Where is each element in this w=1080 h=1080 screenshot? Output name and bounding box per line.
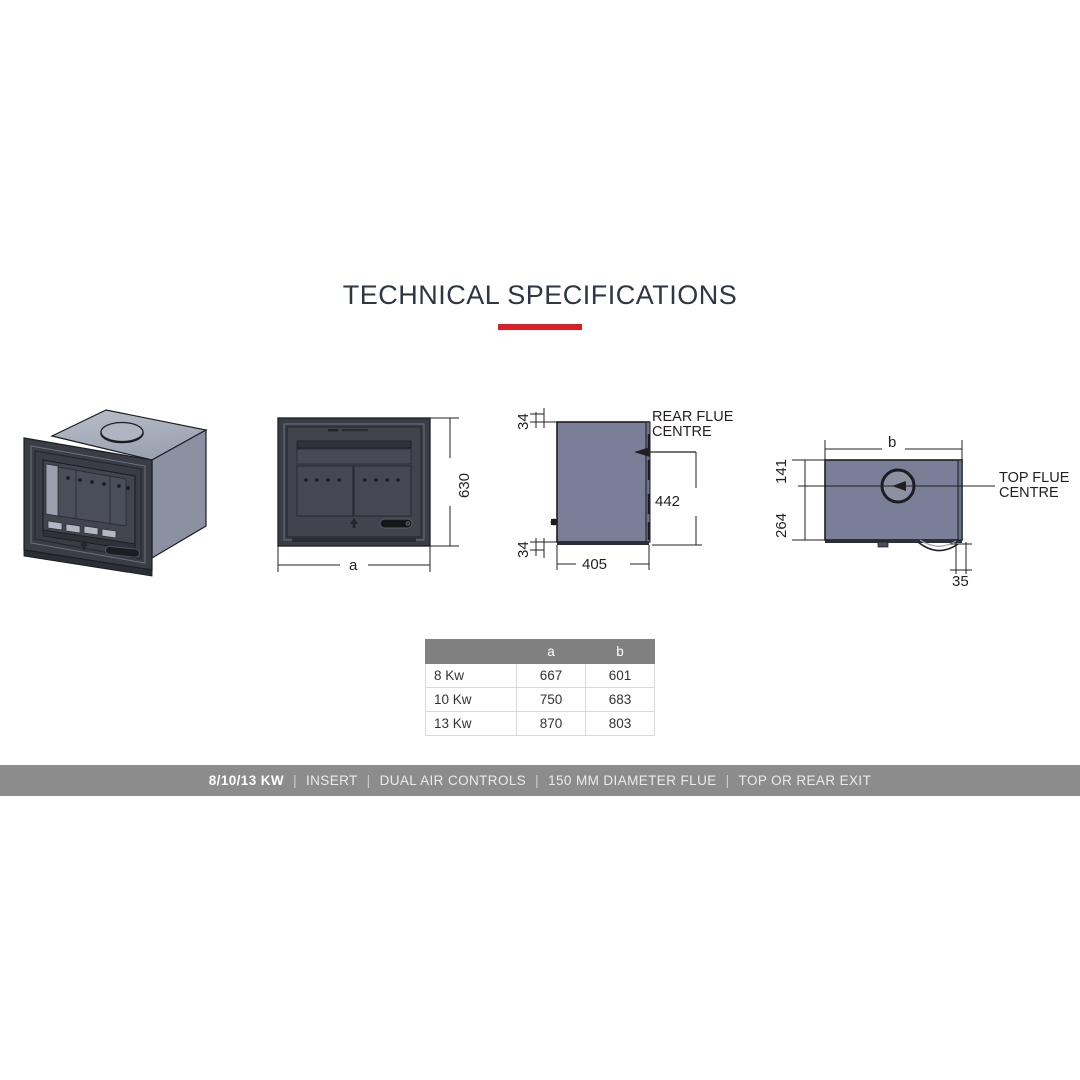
title-block: TECHNICAL SPECIFICATIONS (0, 278, 1080, 330)
banner-separator: | (293, 773, 297, 788)
front-elevation-svg (277, 417, 459, 572)
table-row: 13 Kw 870 803 (425, 711, 655, 736)
table-cell-model: 10 Kw (425, 687, 517, 712)
table-header-a: a (516, 639, 586, 664)
page-title: TECHNICAL SPECIFICATIONS (342, 280, 738, 310)
table-cell-model: 8 Kw (425, 663, 517, 688)
front-width-dimension: a (349, 557, 358, 574)
table-header-b: b (585, 639, 655, 664)
table-head: a b (425, 639, 655, 664)
side-bottom-gap-dimension: 34 (515, 541, 532, 558)
table-cell-b: 683 (585, 687, 655, 712)
top-depth-dimension: 264 (773, 512, 790, 538)
side-elevation-svg (530, 408, 702, 570)
banner-segment-power: 8/10/13 KW (208, 773, 285, 788)
table-header-model (425, 639, 517, 664)
specification-table: a b 8 Kw 667 601 10 Kw 750 683 13 Kw 870… (425, 639, 655, 736)
top-flue-offset-dimension: 141 (773, 458, 790, 484)
top-plan-svg (792, 440, 995, 574)
banner-segment-flue: 150 MM DIAMETER FLUE (548, 773, 717, 788)
side-depth-dimension: 405 (582, 556, 608, 573)
table-cell-a: 667 (516, 663, 586, 688)
table-cell-b: 803 (585, 711, 655, 736)
table-cell-a: 870 (516, 711, 586, 736)
table-row: 8 Kw 667 601 (425, 663, 655, 688)
bottom-feature-banner: 8/10/13 KW | INSERT | DUAL AIR CONTROLS … (0, 765, 1080, 796)
rear-flue-centre-callout-line2: CENTRE (652, 424, 712, 440)
rear-flue-centre-callout-line1: REAR FLUE (652, 409, 734, 425)
title-accent-underline (498, 324, 582, 330)
banner-content: 8/10/13 KW | INSERT | DUAL AIR CONTROLS … (209, 773, 871, 788)
side-top-gap-dimension: 34 (515, 413, 532, 430)
isometric-view (18, 398, 233, 578)
banner-segment-exit: TOP OR REAR EXIT (738, 773, 872, 788)
table-header-row: a b (425, 639, 655, 664)
table-cell-model: 13 Kw (425, 711, 517, 736)
table-body: 8 Kw 667 601 10 Kw 750 683 13 Kw 870 803 (425, 663, 655, 736)
side-flue-height-dimension: 442 (655, 493, 681, 510)
table-cell-a: 750 (516, 687, 586, 712)
banner-segment-controls: DUAL AIR CONTROLS (379, 773, 527, 788)
banner-separator: | (535, 773, 540, 788)
top-plan-view: b 141 264 TOP FLUE CENTRE 35 (770, 422, 1080, 592)
front-height-dimension: 630 (456, 472, 473, 498)
front-elevation-view: 630 a (270, 400, 485, 585)
table-row: 10 Kw 750 683 (425, 687, 655, 712)
side-elevation-view: 34 34 REAR FLUE CENTRE 442 405 (500, 398, 750, 588)
isometric-view-svg (23, 409, 208, 577)
top-flue-centre-callout-line2: CENTRE (999, 485, 1059, 501)
top-width-dimension: b (888, 434, 897, 451)
banner-separator: | (725, 773, 730, 788)
top-spigot-dimension: 35 (952, 573, 969, 590)
banner-separator: | (366, 773, 371, 788)
banner-segment-type: INSERT (305, 773, 358, 788)
table-cell-b: 601 (585, 663, 655, 688)
top-flue-centre-callout-line1: TOP FLUE (999, 470, 1070, 486)
